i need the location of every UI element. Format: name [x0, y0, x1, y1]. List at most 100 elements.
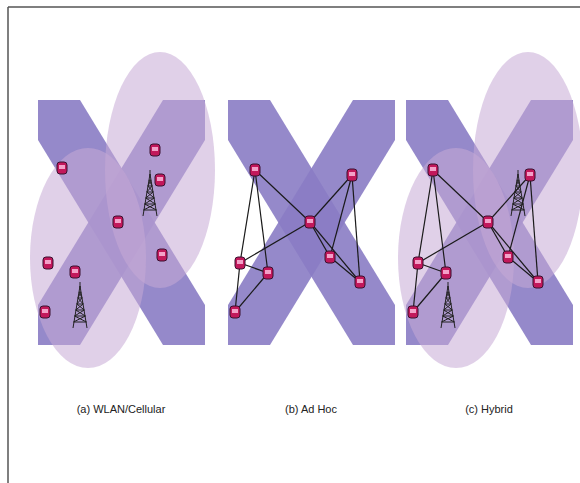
tower-brace — [514, 198, 524, 204]
tower-brace — [75, 310, 85, 316]
vehicle — [263, 267, 273, 279]
cell-tower — [441, 282, 455, 328]
vehicle-body — [483, 216, 493, 228]
vehicle-body — [57, 162, 67, 174]
radio-link — [508, 175, 530, 257]
vehicle-window — [443, 270, 449, 274]
vehicle-body — [325, 251, 335, 263]
vehicle-body — [413, 257, 423, 269]
vehicle-window — [410, 309, 416, 313]
vehicle-window — [152, 147, 158, 151]
panel-caption: (c) Hybrid — [465, 403, 513, 415]
frame-line — [8, 6, 580, 8]
vehicle-window — [327, 254, 333, 258]
vehicle-window — [307, 219, 313, 223]
vehicle-body — [525, 169, 535, 181]
vehicle-window — [527, 172, 533, 176]
tower-brace — [514, 192, 522, 198]
radio-link — [433, 170, 488, 222]
radio-link — [235, 273, 268, 312]
vehicle — [57, 162, 67, 174]
vehicle-body — [347, 169, 357, 181]
radio-link — [530, 175, 538, 282]
tower-brace — [515, 186, 520, 192]
frame-line — [7, 7, 9, 483]
radio-link — [413, 273, 446, 312]
tower-mast — [150, 170, 151, 176]
vehicle-body — [155, 174, 165, 186]
vehicle-body — [113, 216, 123, 228]
tower-brace — [76, 304, 84, 310]
vehicle-window — [265, 270, 271, 274]
road — [228, 100, 395, 345]
tower-brace — [145, 198, 155, 204]
radio-link — [433, 170, 446, 273]
tower-brace — [444, 304, 452, 310]
vehicle-window — [115, 219, 121, 223]
vehicle — [40, 306, 50, 318]
vehicle-body — [408, 306, 418, 318]
tower-brace — [78, 298, 83, 304]
vehicle — [483, 216, 493, 228]
vehicle — [250, 164, 260, 176]
vehicle-window — [535, 279, 541, 283]
tower-brace — [78, 292, 81, 298]
vehicle-window — [237, 260, 243, 264]
radio-link — [240, 170, 255, 263]
vehicle — [113, 216, 123, 228]
vehicle-window — [42, 309, 48, 313]
vehicle-window — [415, 260, 421, 264]
vehicle-window — [157, 177, 163, 181]
radio-link — [240, 222, 310, 263]
vehicle — [70, 266, 80, 278]
radio-link — [310, 222, 360, 282]
radio-link — [488, 222, 538, 282]
vehicle — [235, 257, 245, 269]
vehicle — [155, 174, 165, 186]
tower-brace — [445, 298, 450, 304]
radio-link — [418, 222, 488, 263]
coverage-area — [398, 148, 514, 368]
vehicle-window — [485, 219, 491, 223]
tower-brace — [147, 192, 155, 198]
tower-brace — [76, 310, 86, 316]
vehicle — [150, 144, 160, 156]
tower-brace — [144, 204, 156, 210]
radio-link — [352, 175, 360, 282]
vehicle-body — [40, 306, 50, 318]
vehicle — [347, 169, 357, 181]
panel-caption: (a) WLAN/Cellular — [77, 403, 166, 415]
vehicle-window — [45, 260, 51, 264]
tower-brace — [148, 186, 153, 192]
tower-brace — [147, 186, 152, 192]
vehicle — [325, 251, 335, 263]
tower-brace — [515, 192, 523, 198]
vehicle — [408, 306, 418, 318]
vehicle-window — [505, 254, 511, 258]
vehicle — [305, 216, 315, 228]
vehicle-window — [72, 269, 78, 273]
vehicle-window — [59, 165, 65, 169]
tower-rung — [74, 322, 87, 323]
tower-rung — [512, 210, 525, 211]
vehicle — [157, 249, 167, 261]
vehicle — [43, 257, 53, 269]
vehicle — [355, 276, 365, 288]
tower-mast — [80, 282, 81, 288]
radio-link — [330, 175, 352, 257]
vehicle-body — [503, 251, 513, 263]
vehicle-window — [232, 309, 238, 313]
tower-brace — [516, 186, 521, 192]
radio-link — [413, 263, 418, 312]
tower-rung — [144, 210, 157, 211]
cell-tower — [73, 282, 87, 328]
tower-rung — [442, 322, 455, 323]
vehicle-body — [441, 267, 451, 279]
tower-brace — [446, 292, 449, 298]
vehicle-body — [533, 276, 543, 288]
tower-brace — [146, 192, 154, 198]
vehicle-body — [43, 257, 53, 269]
radio-link — [418, 170, 433, 263]
vehicle-body — [250, 164, 260, 176]
vehicle — [230, 306, 240, 318]
